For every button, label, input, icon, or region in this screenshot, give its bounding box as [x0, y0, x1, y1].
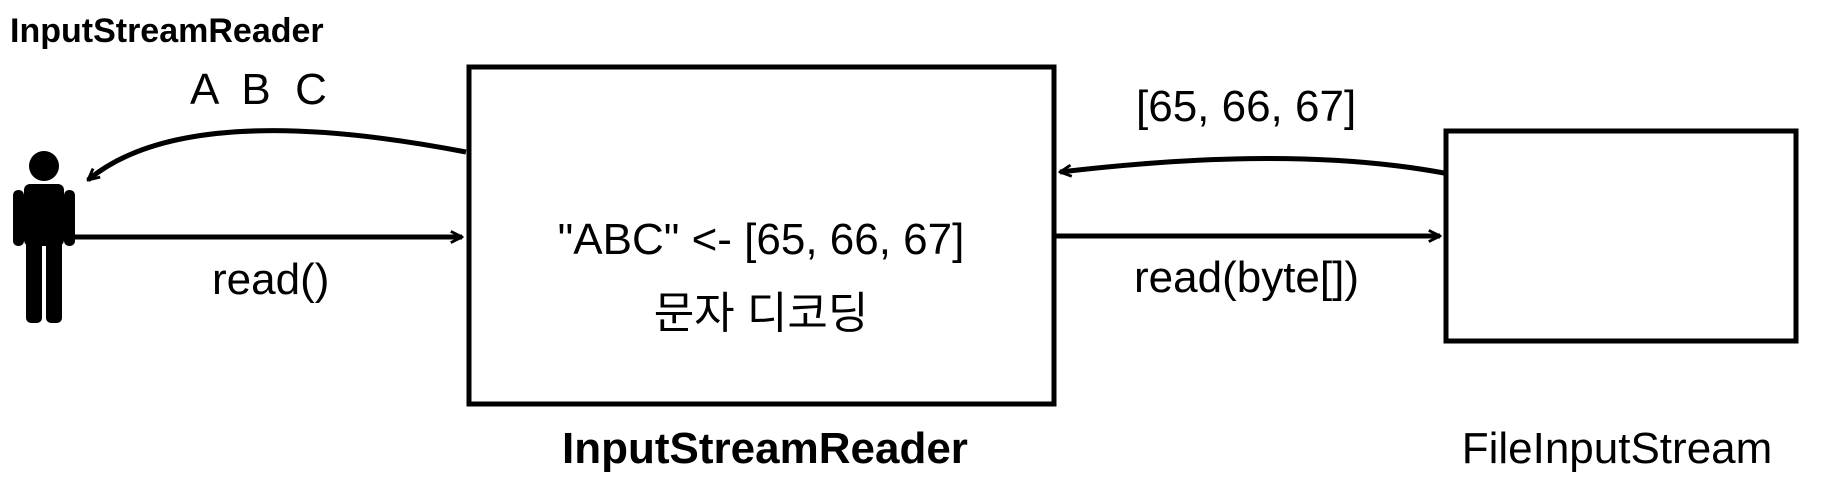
decoded-chars-arrow: [88, 128, 467, 180]
input-stream-reader-box: [466, 64, 1057, 407]
decoding-expression: "ABC" <- [65, 66, 67]: [558, 215, 965, 264]
read-call-label: read(): [212, 255, 329, 304]
decoding-caption: 문자 디코딩: [654, 289, 869, 338]
person-icon: [13, 151, 75, 323]
read-bytes-label: read(byte[]): [1134, 253, 1359, 302]
bytes-returned-arrow: [1060, 156, 1445, 173]
decoded-chars-label: A B C: [190, 65, 327, 114]
file-input-stream-box: [1443, 128, 1799, 344]
diagram-title: InputStreamReader: [10, 12, 324, 50]
bytes-returned-label: [65, 66, 67]: [1136, 82, 1356, 131]
input-stream-reader-label: InputStreamReader: [562, 424, 968, 473]
file-input-stream-label: FileInputStream: [1462, 424, 1773, 473]
